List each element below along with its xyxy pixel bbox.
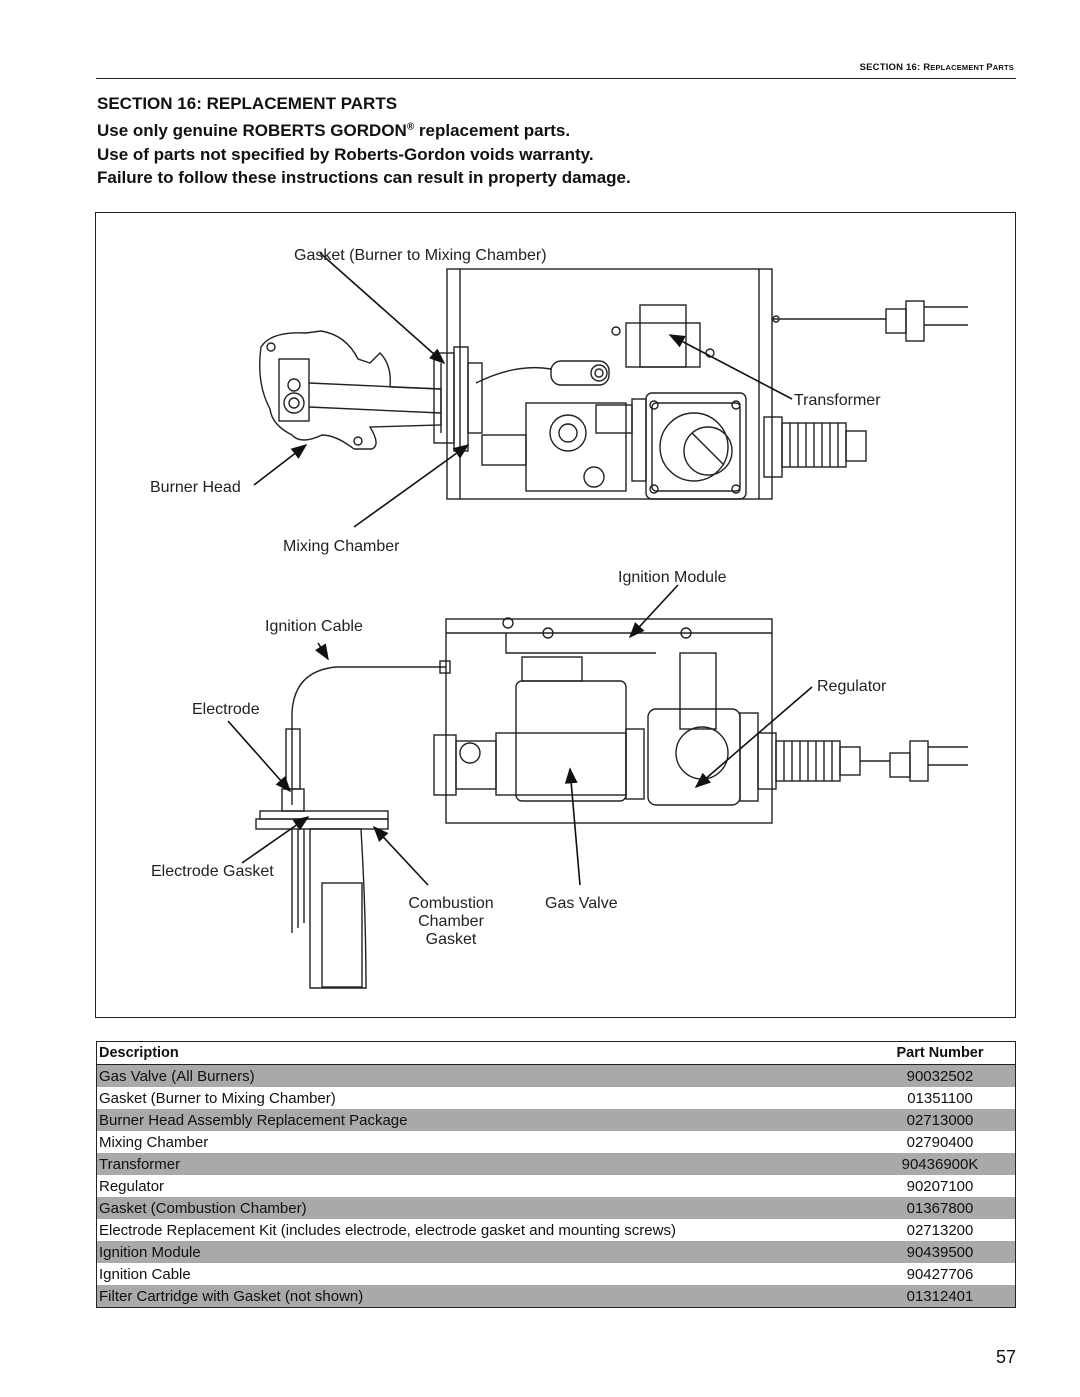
arrow-transformer	[668, 334, 793, 400]
label-transformer: Transformer	[794, 392, 881, 409]
table-row: Ignition Module 90439500	[97, 1241, 1015, 1263]
table-header-row: Description Part Number	[97, 1042, 1015, 1065]
label-gas-valve: Gas Valve	[545, 895, 618, 912]
running-header: SECTION 16: REPLACEMENT PARTS	[859, 62, 1014, 73]
arrow-electrode	[227, 720, 292, 793]
cell-part-number: 90207100	[906, 1177, 974, 1195]
combustion-chamber	[291, 828, 367, 989]
arrow-regulator	[694, 686, 813, 789]
cell-description: Filter Cartridge with Gasket (not shown)	[99, 1287, 364, 1305]
warning-line-2: Use of parts not specified by Roberts-Go…	[97, 145, 594, 164]
cell-part-number: 02713000	[906, 1111, 974, 1129]
label-gasket-burner: Gasket (Burner to Mixing Chamber)	[294, 247, 547, 264]
arrow-ignition-module	[628, 584, 679, 639]
cell-part-number: 90436900K	[901, 1155, 979, 1173]
table-row: Gasket (Combustion Chamber) 01367800	[97, 1197, 1015, 1219]
table-row: Gasket (Burner to Mixing Chamber) 0135110…	[97, 1087, 1015, 1109]
callout-arrows	[227, 252, 813, 886]
table-row: Electrode Replacement Kit (includes elec…	[97, 1219, 1015, 1241]
cell-part-number: 01351100	[907, 1089, 973, 1107]
arrow-electrode-gasket	[241, 816, 310, 864]
arrow-gasket-burner	[319, 252, 446, 365]
upper-regulator-body	[645, 392, 747, 500]
cell-description: Ignition Module	[99, 1243, 201, 1261]
parts-diagram: Gasket (Burner to Mixing Chamber) Transf…	[95, 212, 1016, 1018]
warning-line-1: Use only genuine ROBERTS GORDON® replace…	[97, 121, 571, 140]
cell-description: Burner Head Assembly Replacement Package	[99, 1111, 408, 1129]
label-electrode-gasket: Electrode Gasket	[151, 863, 274, 880]
cell-part-number: 90439500	[906, 1243, 974, 1261]
label-mixing-chamber: Mixing Chamber	[283, 538, 400, 555]
lower-regulator	[647, 652, 759, 806]
warning-line-3: Failure to follow these instructions can…	[97, 168, 631, 187]
table-row: Mixing Chamber 02790400	[97, 1131, 1015, 1153]
cell-description: Ignition Cable	[99, 1265, 191, 1283]
ignition-module-lower	[502, 617, 692, 682]
arrow-gas-valve	[564, 767, 581, 886]
section-title: SECTION 16: REPLACEMENT PARTS	[97, 94, 398, 113]
lower-cabinet	[445, 618, 773, 824]
table-row: Burner Head Assembly Replacement Package…	[97, 1109, 1015, 1131]
upper-inlet-pipe	[763, 416, 867, 478]
lower-power-cord	[860, 740, 968, 782]
column-header-description: Description	[99, 1045, 179, 1061]
cell-description: Regulator	[99, 1177, 165, 1195]
cell-part-number: 90427706	[906, 1265, 974, 1283]
header-rule	[96, 78, 1016, 79]
cell-part-number: 02713200	[906, 1221, 974, 1239]
cell-part-number: 90032502	[906, 1067, 974, 1085]
label-regulator: Regulator	[817, 678, 887, 695]
cell-description: Electrode Replacement Kit (includes elec…	[99, 1221, 676, 1239]
burner-head	[259, 330, 442, 450]
cell-part-number: 01312401	[906, 1287, 974, 1305]
transformer	[611, 304, 715, 368]
upper-gas-valve	[475, 360, 647, 492]
label-electrode: Electrode	[192, 701, 260, 718]
upper-cabinet	[446, 268, 773, 500]
label-ignition-cable: Ignition Cable	[265, 618, 363, 635]
parts-illustration	[227, 252, 968, 989]
label-combustion-chamber-gasket: Combustion Chamber Gasket	[408, 895, 494, 948]
cell-description: Transformer	[99, 1155, 181, 1173]
table-row: Ignition Cable 90427706	[97, 1263, 1015, 1285]
upper-power-cord	[772, 300, 968, 342]
cell-part-number: 02790400	[906, 1133, 974, 1151]
cell-part-number: 01367800	[906, 1199, 974, 1217]
arrow-mixing-chamber	[353, 444, 470, 528]
label-burner-head: Burner Head	[150, 479, 241, 496]
arrow-burner-head	[253, 444, 308, 486]
table-row: Regulator 90207100	[97, 1175, 1015, 1197]
table-row: Filter Cartridge with Gasket (not shown)…	[97, 1285, 1015, 1307]
cell-description: Gasket (Combustion Chamber)	[99, 1199, 307, 1217]
table-row: Transformer 90436900K	[97, 1153, 1015, 1175]
mixing-chamber	[433, 346, 483, 452]
parts-table: Description Part Number Gas Valve (All B…	[96, 1041, 1016, 1308]
arrow-ignition-cable	[314, 642, 329, 661]
cell-description: Mixing Chamber	[99, 1133, 209, 1151]
table-row: Gas Valve (All Burners) 90032502	[97, 1065, 1015, 1087]
label-ignition-module: Ignition Module	[618, 569, 727, 586]
cell-description: Gas Valve (All Burners)	[99, 1067, 255, 1085]
cell-description: Gasket (Burner to Mixing Chamber)	[99, 1089, 336, 1107]
column-header-part-number: Part Number	[896, 1045, 984, 1061]
lower-inlet-pipe	[757, 732, 861, 790]
arrow-combustion-gasket	[372, 825, 429, 886]
lower-gas-valve	[433, 680, 645, 802]
registered-mark: ®	[406, 121, 415, 133]
page-number: 57	[995, 1347, 1016, 1367]
ignition-cable-and-electrode	[255, 660, 451, 830]
